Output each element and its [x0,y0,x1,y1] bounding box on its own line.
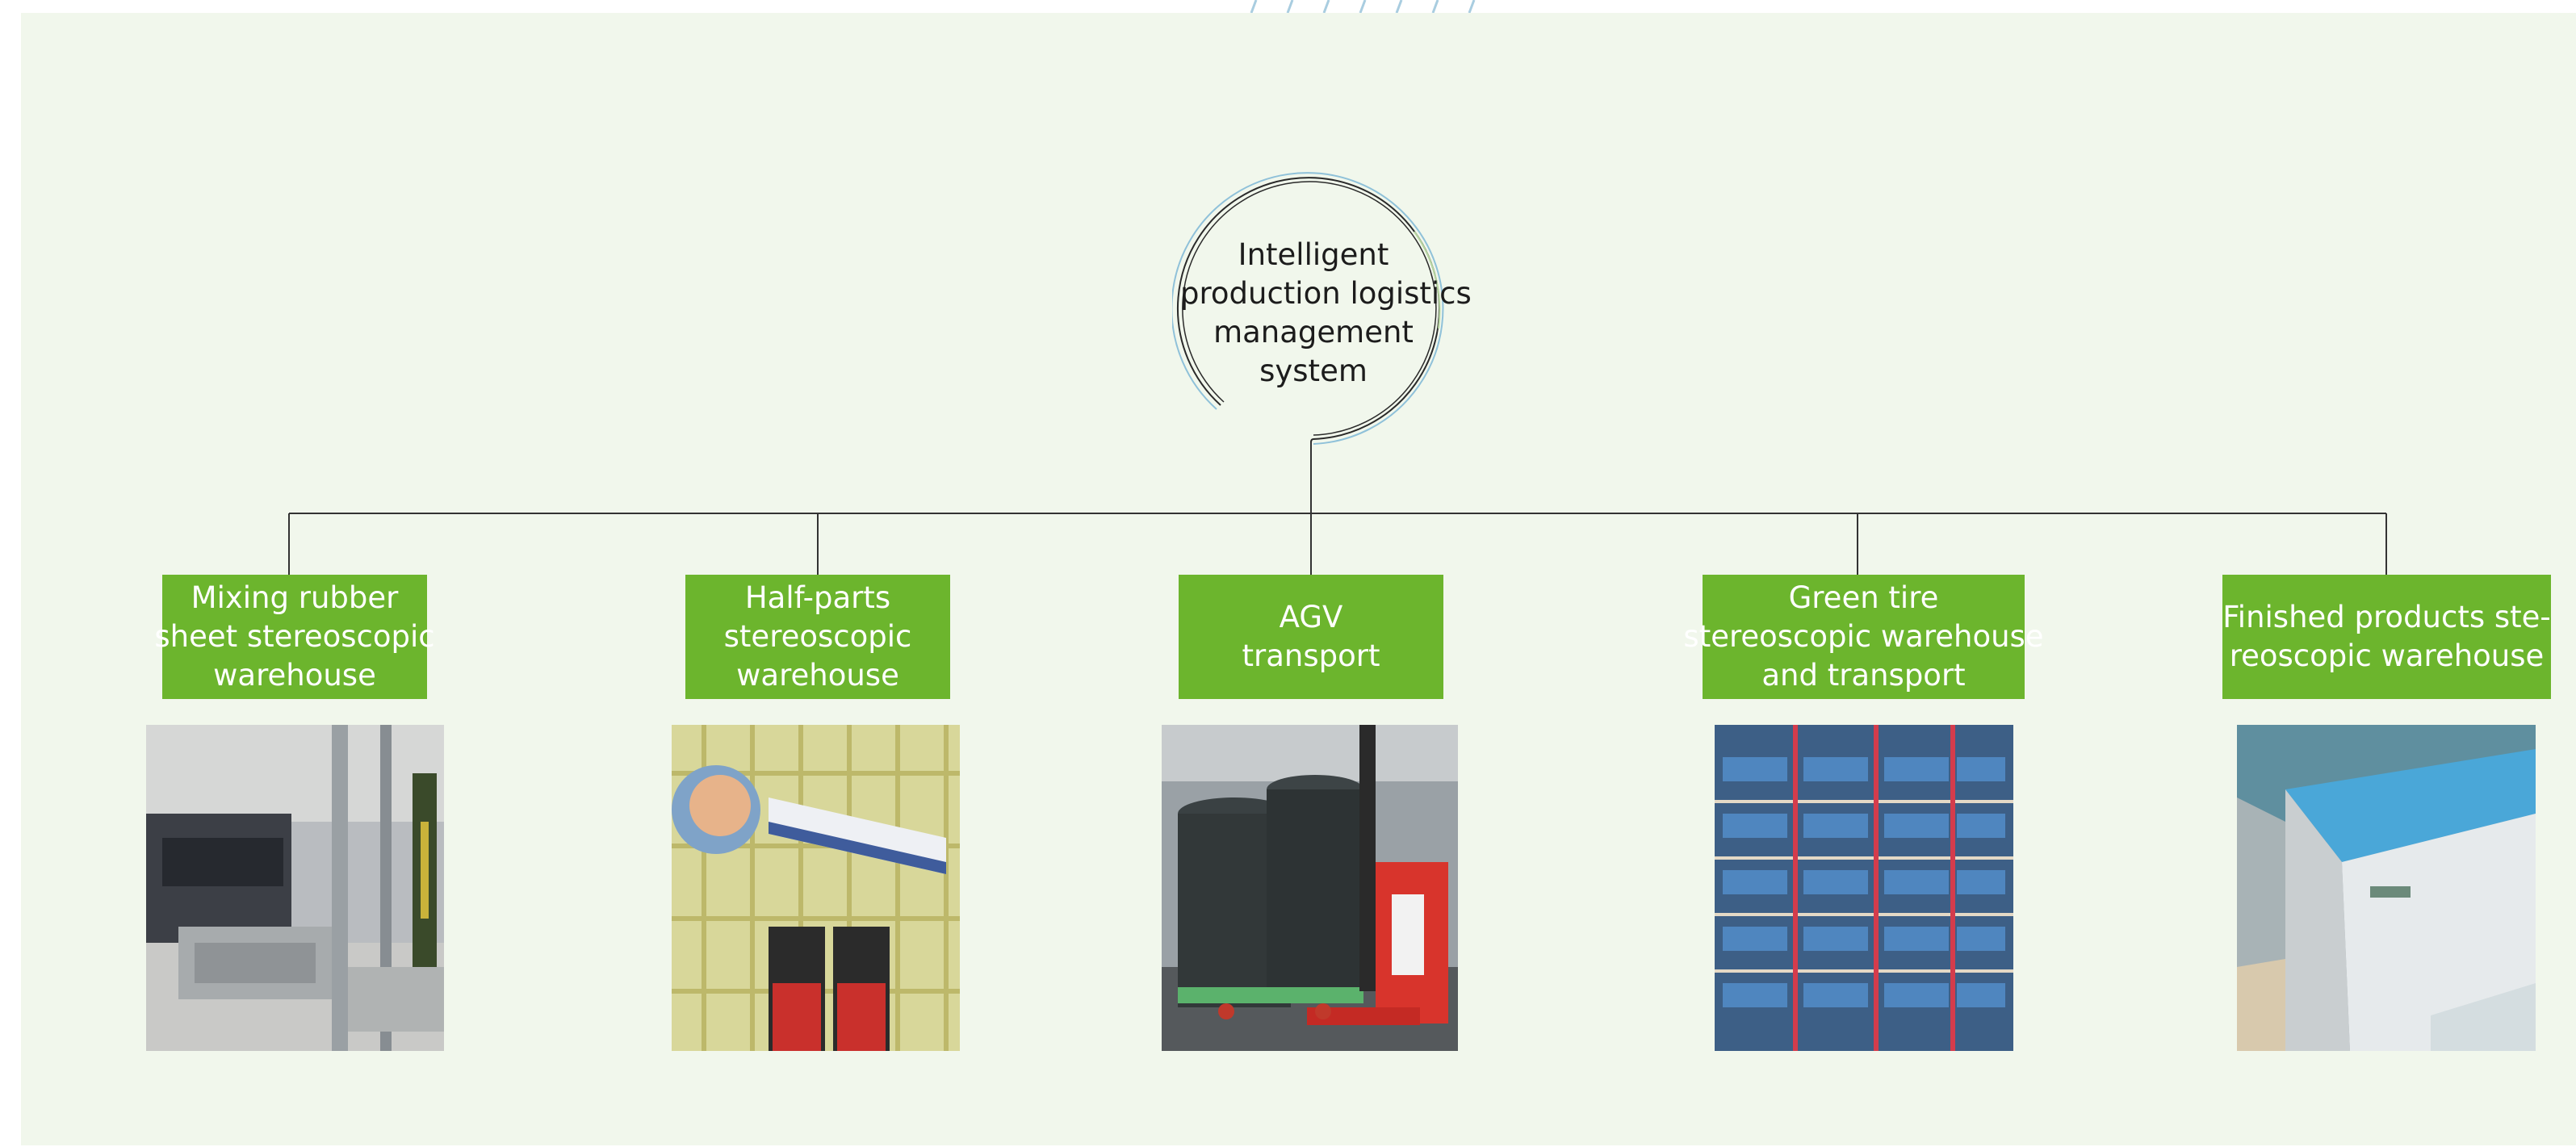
node-half-parts: Half-parts stereoscopic warehouse [685,575,950,699]
node-mixing-rubber: Mixing rubber sheet stereoscopic warehou… [154,575,435,699]
root-title-line: production logistics [1180,276,1472,311]
tire-rack-photo [1715,725,2013,1051]
node-agv-transport: AGV transport [1179,575,1443,699]
root-title-line: management [1213,315,1414,350]
node-label-line: transport [1242,638,1380,673]
hatch-decoration [1250,0,1476,13]
node-label-line: stereoscopic [723,619,912,654]
root-title-line: system [1259,354,1368,388]
root-title: Intelligent production logistics managem… [1180,236,1472,391]
node-label-line: warehouse [736,658,899,693]
node-label-line: Half-parts [744,580,891,615]
node-label-line: warehouse [213,658,376,693]
warehouse-building-photo [2237,725,2536,1051]
warehouse-machinery-photo [146,725,444,1051]
node-label-line: stereoscopic warehouse [1683,619,2044,654]
rack-forklift-photo [672,725,960,1051]
node-label-line: and transport [1761,658,1966,693]
node-label-line: AGV [1279,600,1343,634]
node-label-line: Green tire [1788,580,1939,615]
node-label-line: reoscopic warehouse [2229,638,2545,673]
root-title-line: Intelligent [1238,237,1389,272]
node-label-line: Finished products ste- [2222,600,2551,634]
agv-forklift-photo [1162,725,1458,1051]
node-label-line: Mixing rubber [191,580,399,615]
node-label-line: sheet stereoscopic [154,619,435,654]
root-circle [1172,172,1444,445]
node-finished-products: Finished products ste- reoscopic warehou… [2222,575,2551,699]
node-green-tire: Green tire stereoscopic warehouse and tr… [1683,575,2044,699]
